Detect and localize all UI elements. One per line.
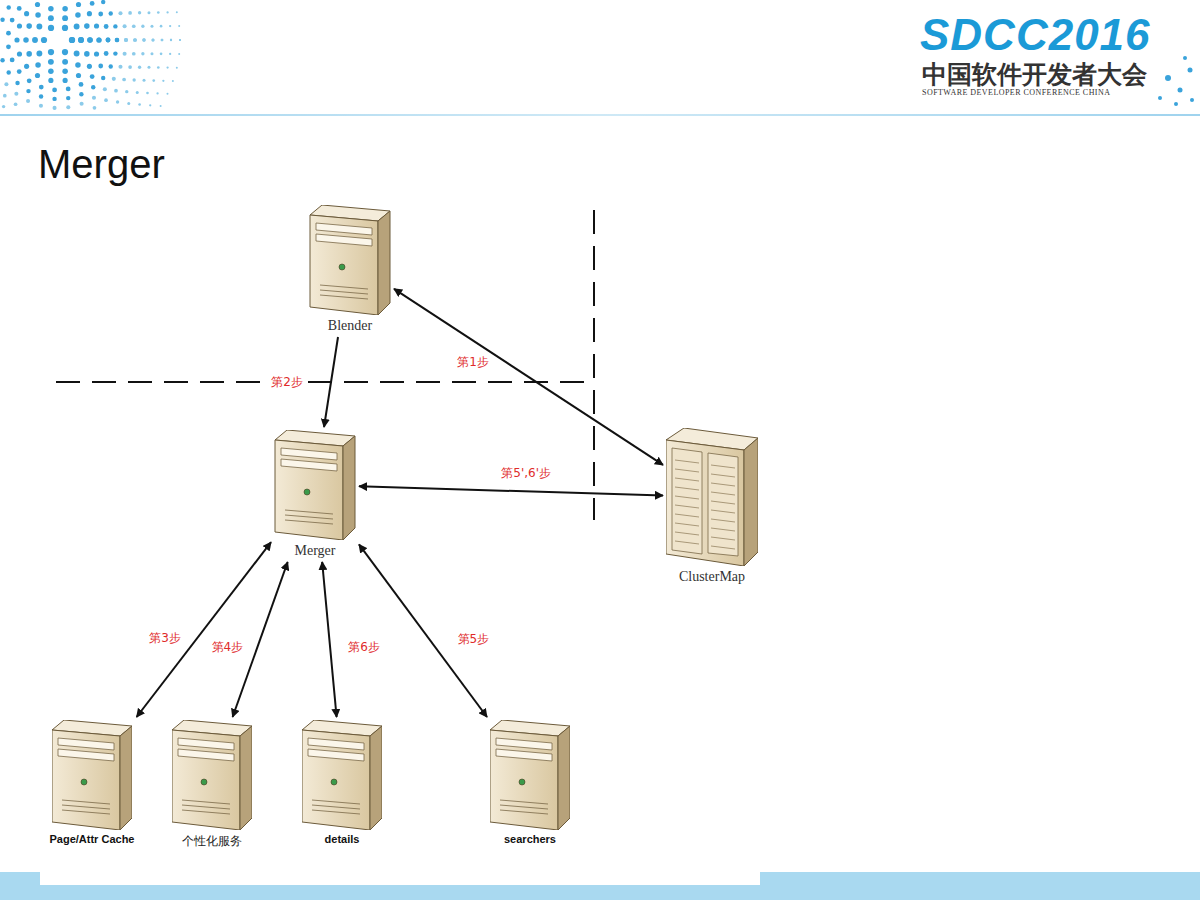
node-label: Page/Attr Cache: [46, 833, 139, 845]
server-icon: [309, 205, 391, 315]
step-label: 第3步: [147, 631, 183, 646]
step-label: 第6步: [346, 640, 382, 655]
step-label: 第5',6'步: [499, 466, 553, 481]
server-icon: [274, 430, 356, 540]
step-label: 第4步: [210, 640, 246, 655]
header-rule: [0, 114, 1200, 116]
server-node: Merger: [274, 430, 356, 559]
connector-arrow: [324, 337, 338, 427]
server-icon: [490, 720, 570, 830]
connector-arrow: [137, 542, 271, 717]
slide-title: Merger: [38, 142, 165, 187]
node-label: details: [302, 833, 382, 845]
rack-server-icon: [666, 428, 758, 566]
connector-arrow: [359, 544, 487, 717]
node-label: Blender: [309, 318, 391, 334]
step-label: 第5步: [456, 632, 492, 647]
connector-arrow: [322, 562, 336, 717]
server-icon: [302, 720, 382, 830]
dot-ornament: [0, 0, 181, 110]
server-node: ClusterMap: [666, 428, 758, 585]
diagram-panel: [40, 190, 760, 885]
connector-arrow: [394, 289, 663, 465]
node-label: 个性化服务: [172, 833, 252, 850]
node-label: ClusterMap: [666, 569, 758, 585]
server-icon: [172, 720, 252, 830]
server-node: Page/Attr Cache: [46, 720, 139, 845]
dot-ornament: [1158, 56, 1194, 106]
server-node: 个性化服务: [172, 720, 252, 850]
logo-mark: SDCC2016: [920, 10, 1151, 60]
logo-subtitle: 中国软件开发者大会: [922, 58, 1147, 91]
server-icon: [52, 720, 132, 830]
step-label: 第2步: [269, 375, 305, 390]
server-node: searchers: [490, 720, 570, 845]
step-label: 第1步: [455, 355, 491, 370]
node-label: searchers: [490, 833, 570, 845]
logo-tagline: SOFTWARE DEVELOPER CONFERENCE CHINA: [922, 88, 1110, 97]
connector-arrow: [359, 486, 663, 495]
node-label: Merger: [274, 543, 356, 559]
server-node: Blender: [309, 205, 391, 334]
server-node: details: [302, 720, 382, 845]
